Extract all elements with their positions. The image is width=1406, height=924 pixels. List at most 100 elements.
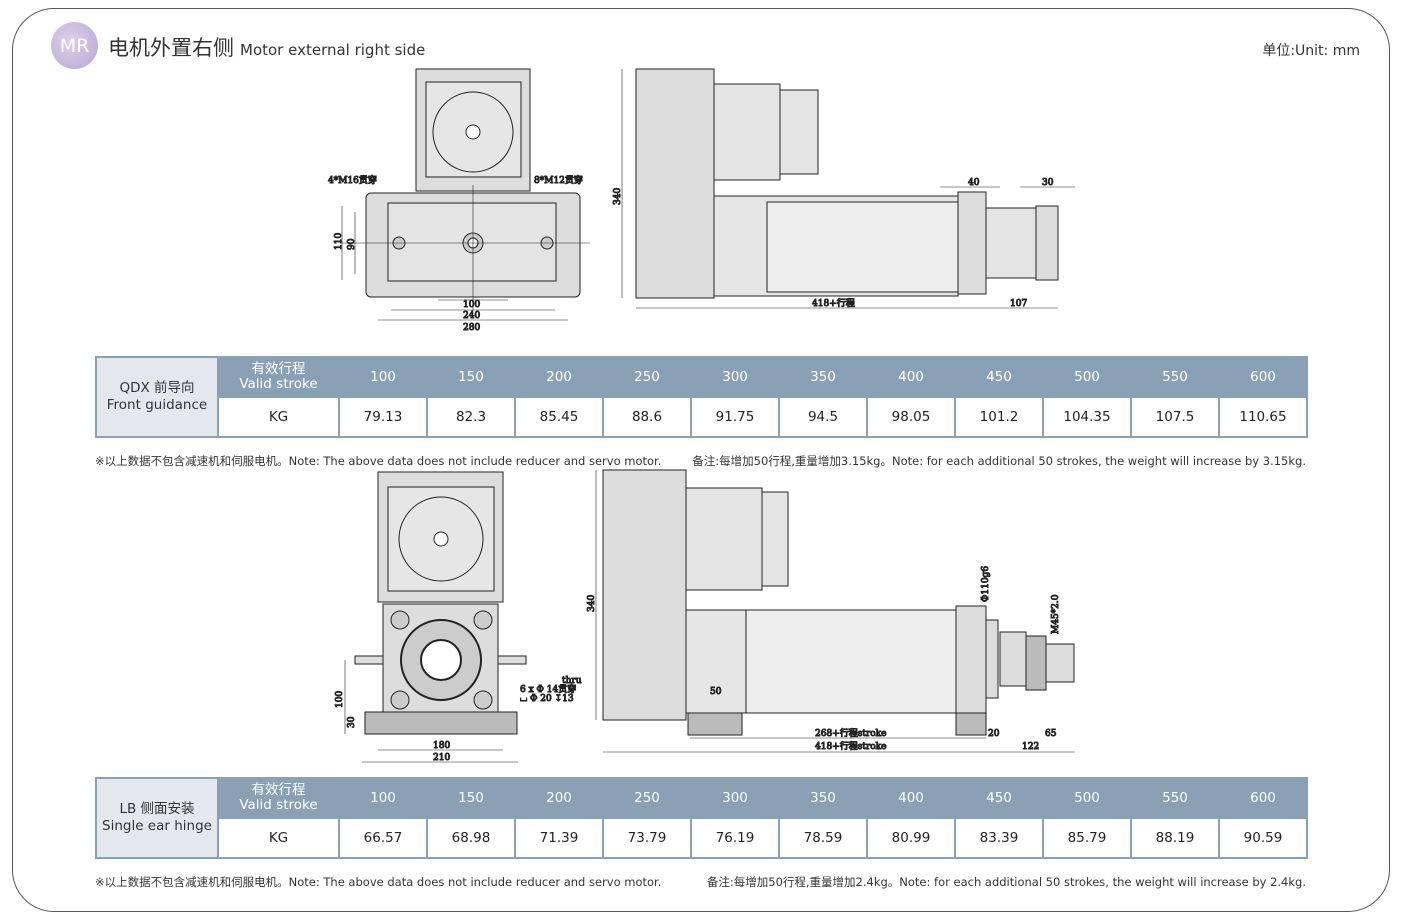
- stroke-cell: 600: [1218, 777, 1308, 819]
- stroke-cell: 100: [338, 777, 428, 819]
- unit-cell: KG: [217, 817, 340, 859]
- weight-cell: 91.75: [690, 396, 780, 438]
- stroke-cell: 400: [866, 777, 956, 819]
- weight-cell: 68.98: [426, 817, 516, 859]
- stroke-header-cn: 有效行程: [251, 782, 306, 798]
- dim-40: 40: [968, 178, 980, 188]
- dim-65: 65: [1045, 729, 1057, 739]
- series-badge: MR: [51, 22, 98, 69]
- stroke-cell: 150: [426, 777, 516, 819]
- weight-cell: 90.59: [1218, 817, 1308, 859]
- dim-100b: 100: [335, 691, 345, 708]
- stroke-header-cn: 有效行程: [251, 361, 306, 377]
- stroke-cell: 450: [954, 777, 1044, 819]
- weight-cell: 66.57: [338, 817, 428, 859]
- title-cn: 电机外置右侧: [108, 36, 234, 60]
- stroke-cell: 400: [866, 356, 956, 398]
- stroke-cell: 350: [778, 356, 868, 398]
- dim-phi110: Φ110g6: [981, 566, 991, 602]
- stroke-header-en: Valid stroke: [239, 376, 318, 392]
- title-en: Motor external right side: [240, 41, 426, 59]
- stroke-cell: 200: [514, 777, 604, 819]
- thru-label: thru: [562, 676, 582, 686]
- dim-268: 268+行程stroke: [815, 727, 886, 739]
- weight-cell: 88.6: [602, 396, 692, 438]
- dim-340: 340: [613, 188, 623, 205]
- stroke-cell: 500: [1042, 777, 1132, 819]
- weight-cell: 80.99: [866, 817, 956, 859]
- note1-right: 备注:每增加50行程,重量增加3.15kg。Note: for each add…: [692, 454, 1306, 468]
- unit-label: 单位:Unit: mm: [1262, 43, 1360, 59]
- dim-418: 418+行程: [812, 297, 855, 309]
- stroke-cell: 550: [1130, 356, 1220, 398]
- stroke-cell: 250: [602, 777, 692, 819]
- drawing2-side-view: [595, 469, 1075, 753]
- weight-cell: 98.05: [866, 396, 956, 438]
- stroke-cell: 600: [1218, 356, 1308, 398]
- weight-cell: 82.3: [426, 396, 516, 438]
- weight-cell: 85.45: [514, 396, 604, 438]
- weight-cell: 83.39: [954, 817, 1044, 859]
- dim-m16: 4*M16贯穿: [328, 174, 377, 186]
- dim-100: 100: [463, 300, 480, 310]
- dim-20: 20: [988, 729, 1000, 739]
- stroke-cell: 100: [338, 356, 428, 398]
- drawing2-front-view: [344, 471, 527, 763]
- weight-cell: 76.19: [690, 817, 780, 859]
- dim-30: 30: [1042, 178, 1054, 188]
- stroke-cell: 300: [690, 356, 780, 398]
- weight-cell: 107.5: [1130, 396, 1220, 438]
- dim-90: 90: [347, 238, 357, 250]
- page-title: 电机外置右侧 Motor external right side: [108, 32, 425, 62]
- dim-30b: 30: [347, 716, 357, 728]
- dim-240: 240: [463, 311, 480, 321]
- note1-left: ※以上数据不包含减速机和伺服电机。Note: The above data do…: [95, 454, 662, 468]
- stroke-cell: 550: [1130, 777, 1220, 819]
- stroke-cell: 450: [954, 356, 1044, 398]
- dim-418b: 418+行程stroke: [815, 740, 886, 752]
- dim-50: 50: [710, 687, 722, 697]
- weight-cell: 88.19: [1130, 817, 1220, 859]
- type-label-en: Single ear hinge: [102, 818, 212, 834]
- dim-m12: 8*M12贯穿: [534, 174, 583, 186]
- note2-left: ※以上数据不包含减速机和伺服电机。Note: The above data do…: [95, 875, 662, 889]
- weight-cell: 101.2: [954, 396, 1044, 438]
- type-label-cn: QDX 前导向: [119, 380, 195, 396]
- dim-280: 280: [463, 323, 480, 333]
- weight-cell: 79.13: [338, 396, 428, 438]
- weight-cell: 94.5: [778, 396, 868, 438]
- weight-cell: 104.35: [1042, 396, 1132, 438]
- dim-180: 180: [433, 741, 450, 751]
- dim-107: 107: [1010, 299, 1027, 309]
- note2-right: 备注:每增加50行程,重量增加2.4kg。Note: for each addi…: [706, 875, 1306, 889]
- dim-122: 122: [1022, 742, 1039, 752]
- weight-cell: 71.39: [514, 817, 604, 859]
- stroke-cell: 500: [1042, 356, 1132, 398]
- table-weight-row: KG 79.13 82.3 85.45 88.6 91.75 94.5 98.0…: [96, 396, 1308, 438]
- unit-cell: KG: [217, 396, 340, 438]
- dim-340b: 340: [587, 595, 597, 612]
- stroke-cell: 150: [426, 356, 516, 398]
- dim-m45: M45*2.0: [1051, 594, 1061, 634]
- stroke-cell: 250: [602, 356, 692, 398]
- stroke-cell: 200: [514, 356, 604, 398]
- weight-cell: 78.59: [778, 817, 868, 859]
- holes-note-1: 6 x Φ 14贯穿: [520, 683, 576, 695]
- stroke-cell: 350: [778, 777, 868, 819]
- stroke-cell: 300: [690, 777, 780, 819]
- page-frame: [12, 8, 1390, 912]
- stroke-header-en: Valid stroke: [239, 797, 318, 813]
- weight-cell: 73.79: [602, 817, 692, 859]
- drawing1-front-view: [340, 68, 590, 321]
- dim-210: 210: [433, 753, 450, 763]
- drawing1-side-view: [621, 68, 1075, 309]
- weight-cell: 85.79: [1042, 817, 1132, 859]
